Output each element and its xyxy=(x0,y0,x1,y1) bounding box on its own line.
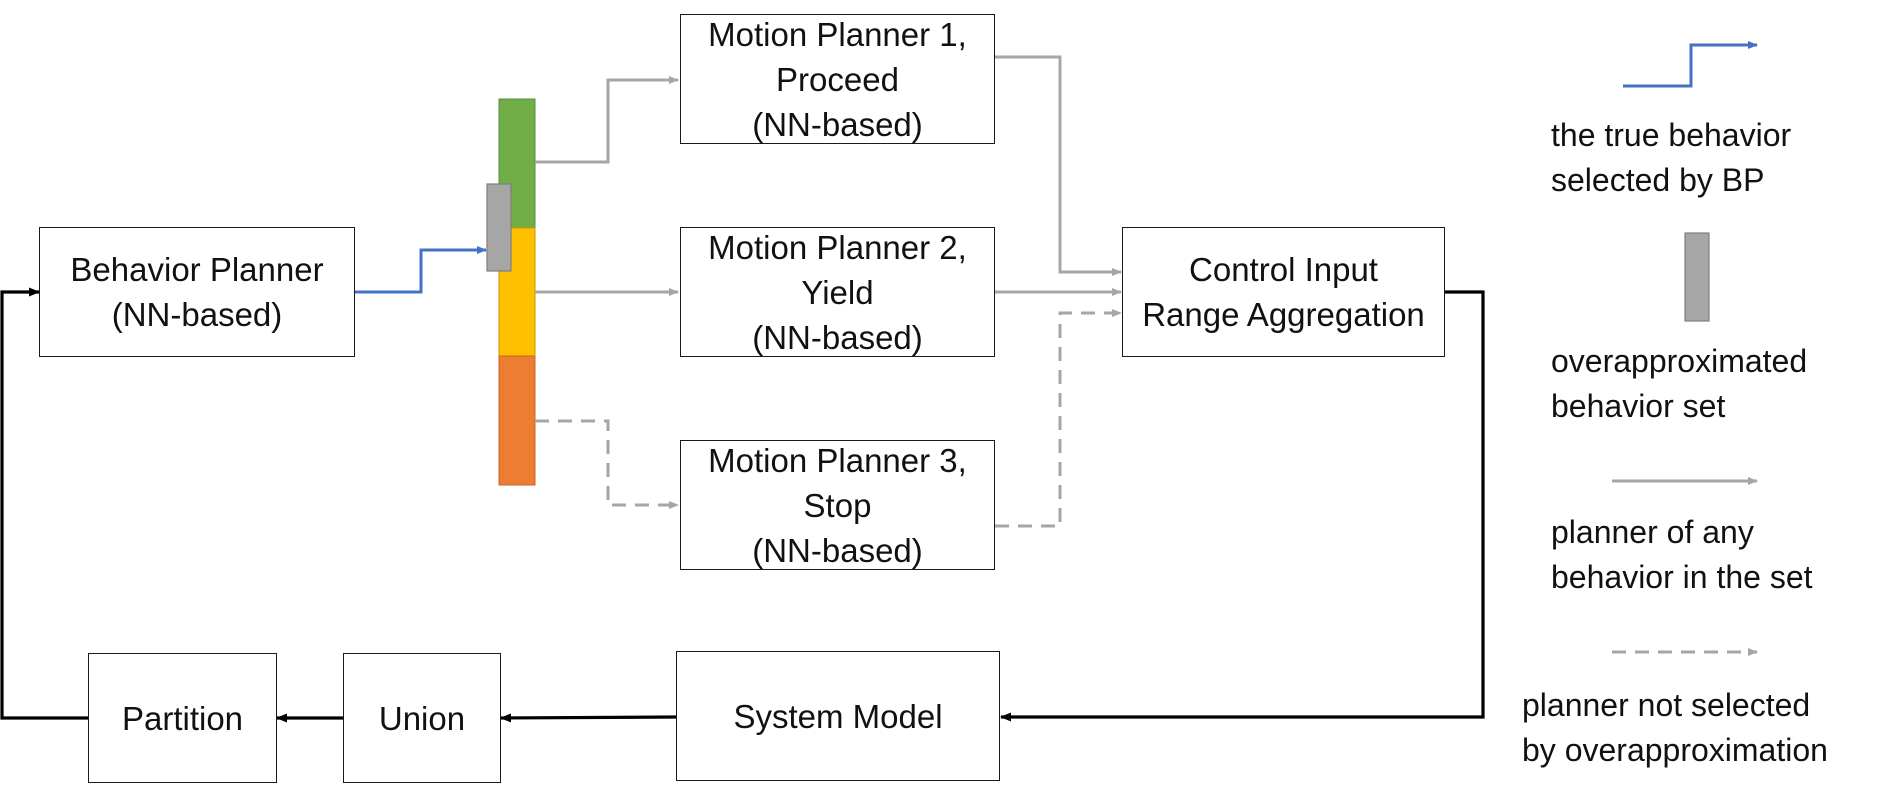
motion-planner-2-title: Motion Planner 2, xyxy=(708,228,967,266)
legend-any-behavior-line2: behavior in the set xyxy=(1551,559,1813,595)
legend-true-behavior-line2: selected by BP xyxy=(1551,162,1765,198)
legend-gray-rect xyxy=(1684,232,1710,322)
motion-planner-3-sublabel: (NN-based) xyxy=(752,531,923,569)
legend-any-behavior-text: planner of any behavior in the set xyxy=(1551,510,1813,600)
control-input-aggregation-box: Control Input Range Aggregation xyxy=(1122,227,1445,357)
partition-box: Partition xyxy=(88,653,277,783)
legend-not-selected-line2: by overapproximation xyxy=(1522,732,1828,768)
motion-planner-1-behavior: Proceed xyxy=(776,60,899,98)
system-model-box: System Model xyxy=(676,651,1000,781)
motion-planner-2-box: Motion Planner 2, Yield (NN-based) xyxy=(680,227,995,357)
legend-true-behavior-text: the true behavior selected by BP xyxy=(1551,113,1791,203)
union-label: Union xyxy=(378,699,466,737)
motion-planner-3-box: Motion Planner 3, Stop (NN-based) xyxy=(680,440,995,570)
legend-not-selected-line1: planner not selected xyxy=(1522,687,1811,723)
motion-planner-3-title: Motion Planner 3, xyxy=(708,441,967,479)
motion-planner-2-behavior: Yield xyxy=(801,273,874,311)
arrow-to-motion-planner-3 xyxy=(535,419,679,509)
overapprox-behavior-indicator xyxy=(486,183,512,272)
legend-overapprox-line2: behavior set xyxy=(1551,388,1726,424)
legend-overapprox-text: overapproximated behavior set xyxy=(1551,339,1807,429)
motion-planner-1-sublabel: (NN-based) xyxy=(752,105,923,143)
behavior-stop-segment xyxy=(498,355,536,486)
system-model-label: System Model xyxy=(733,697,943,735)
control-input-label-line1: Control Input xyxy=(1189,251,1378,288)
arrow-to-motion-planner-1 xyxy=(535,76,679,164)
arrow-partition-to-behavior-planner xyxy=(0,287,89,720)
legend-true-behavior-line1: the true behavior xyxy=(1551,117,1792,153)
motion-planner-3-behavior: Stop xyxy=(803,486,872,524)
legend-any-behavior-line1: planner of any xyxy=(1551,514,1754,550)
arrow-system-model-to-union xyxy=(500,713,677,723)
arrow-mp3-to-aggregation xyxy=(995,309,1122,528)
behavior-planner-box: Behavior Planner (NN-based) xyxy=(39,227,355,357)
legend-not-selected-text: planner not selected by overapproximatio… xyxy=(1522,683,1828,773)
motion-planner-1-title: Motion Planner 1, xyxy=(708,15,967,53)
partition-label: Partition xyxy=(121,699,244,737)
arrow-mp1-to-aggregation xyxy=(995,55,1122,276)
behavior-planner-label: Behavior Planner xyxy=(70,251,324,288)
control-input-label-line2: Range Aggregation xyxy=(1142,296,1425,333)
legend-overapprox-line1: overapproximated xyxy=(1551,343,1808,379)
behavior-planner-sublabel: (NN-based) xyxy=(111,296,283,333)
motion-planner-1-box: Motion Planner 1, Proceed (NN-based) xyxy=(680,14,995,144)
true-behavior-arrow xyxy=(355,246,487,294)
arrow-aggregation-to-system-model xyxy=(1000,290,1485,722)
union-box: Union xyxy=(343,653,501,783)
motion-planner-2-sublabel: (NN-based) xyxy=(752,318,923,356)
legend-blue-step-arrow xyxy=(1623,41,1758,88)
